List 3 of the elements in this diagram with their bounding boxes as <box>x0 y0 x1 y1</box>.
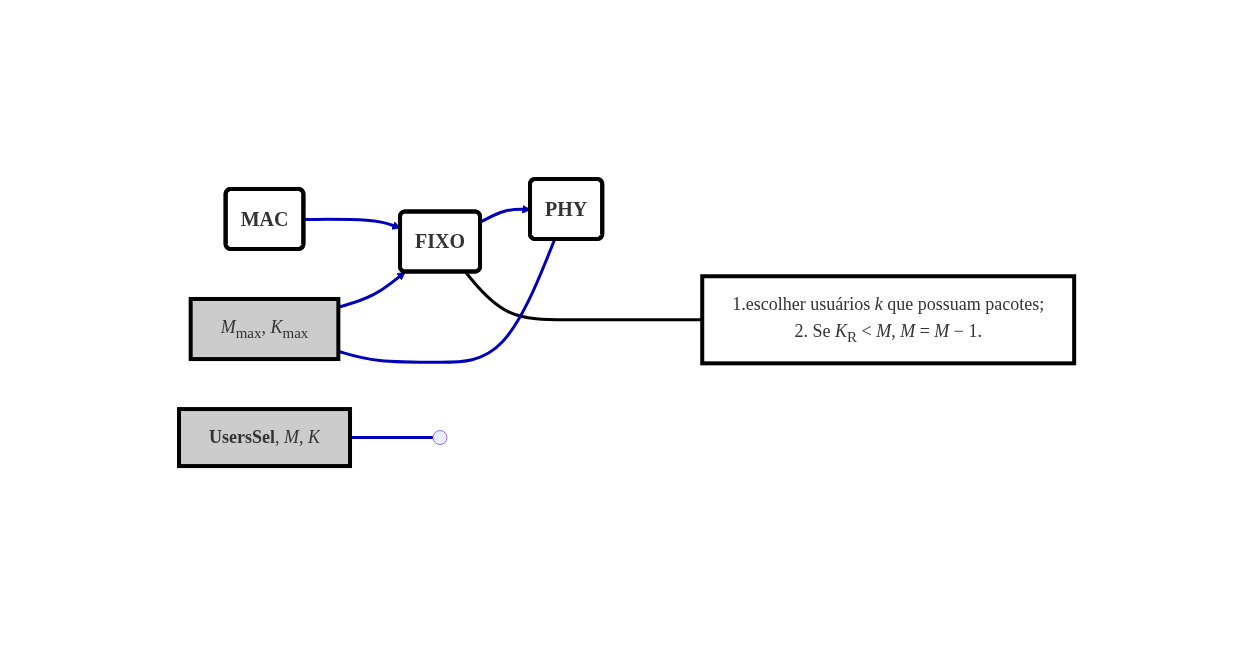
node-box: 1.escolher usuários k que possuam pacotes; 2. Se K$_{R}$ < M, M = M − 1. <box>700 274 1077 366</box>
node-box: UsersSel, M, K <box>177 407 353 469</box>
node-box: M$_{max}$, K$_{max}$ <box>189 297 341 362</box>
